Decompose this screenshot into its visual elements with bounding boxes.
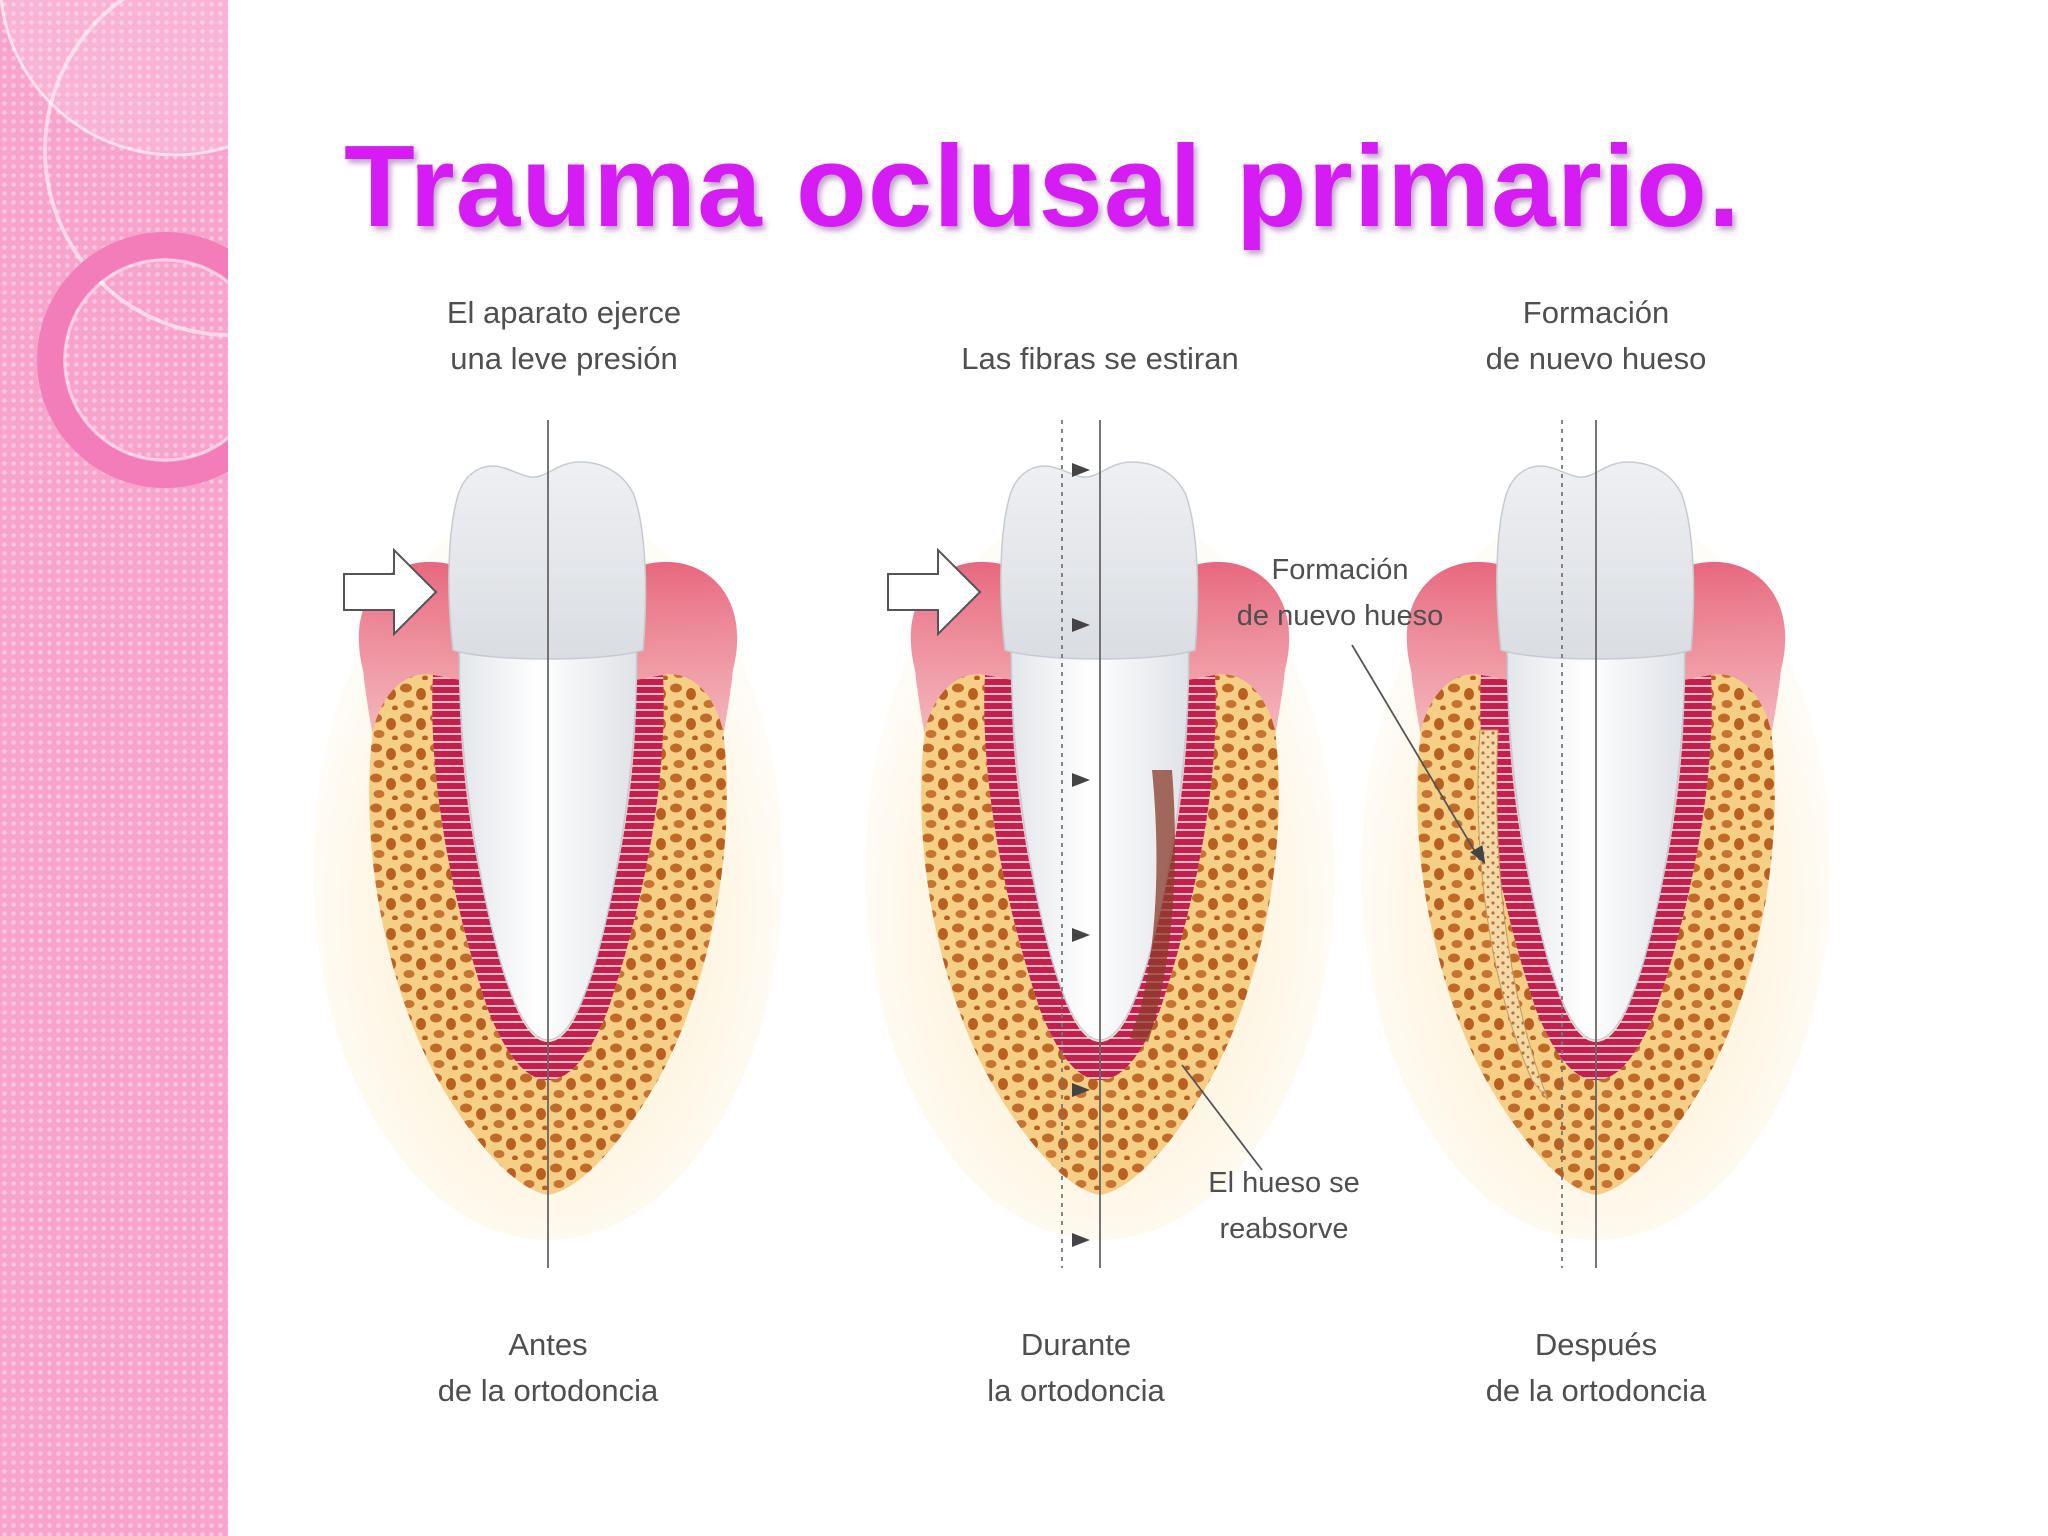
annotation-bone-resorption: El hueso se reabsorve (1208, 1167, 1360, 1245)
decorative-sidebar (0, 0, 228, 1536)
annotation-leader-line (1351, 644, 1481, 861)
diagram-illustration (312, 420, 1830, 1268)
sidebar-circles-ornament (0, 0, 228, 488)
panel-antes (312, 420, 784, 1268)
panel-durante (864, 420, 1336, 1268)
annotation-leader-line (1181, 1064, 1263, 1171)
resorption-zone (1130, 770, 1175, 1042)
slide-title: Trauma oclusal primario. (344, 121, 1742, 251)
annotation-new-bone: Formación de nuevo hueso (1236, 554, 1444, 632)
panel-despues (1351, 420, 1830, 1268)
caption-top-durante: Las fibras se estiran (961, 341, 1239, 376)
caption-top-despues: Formación de nuevo hueso (1485, 295, 1707, 376)
caption-bottom-antes: Antes de la ortodoncia (437, 1327, 659, 1408)
caption-bottom-durante: Durante la ortodoncia (987, 1327, 1165, 1408)
orthodontic-diagram: El aparato ejerce una leve presión Las f… (300, 290, 1830, 1420)
caption-top-antes: El aparato ejerce una leve presión (446, 295, 682, 376)
movement-arrow-icon (1072, 463, 1090, 477)
caption-bottom-despues: Después de la ortodoncia (1485, 1327, 1707, 1408)
